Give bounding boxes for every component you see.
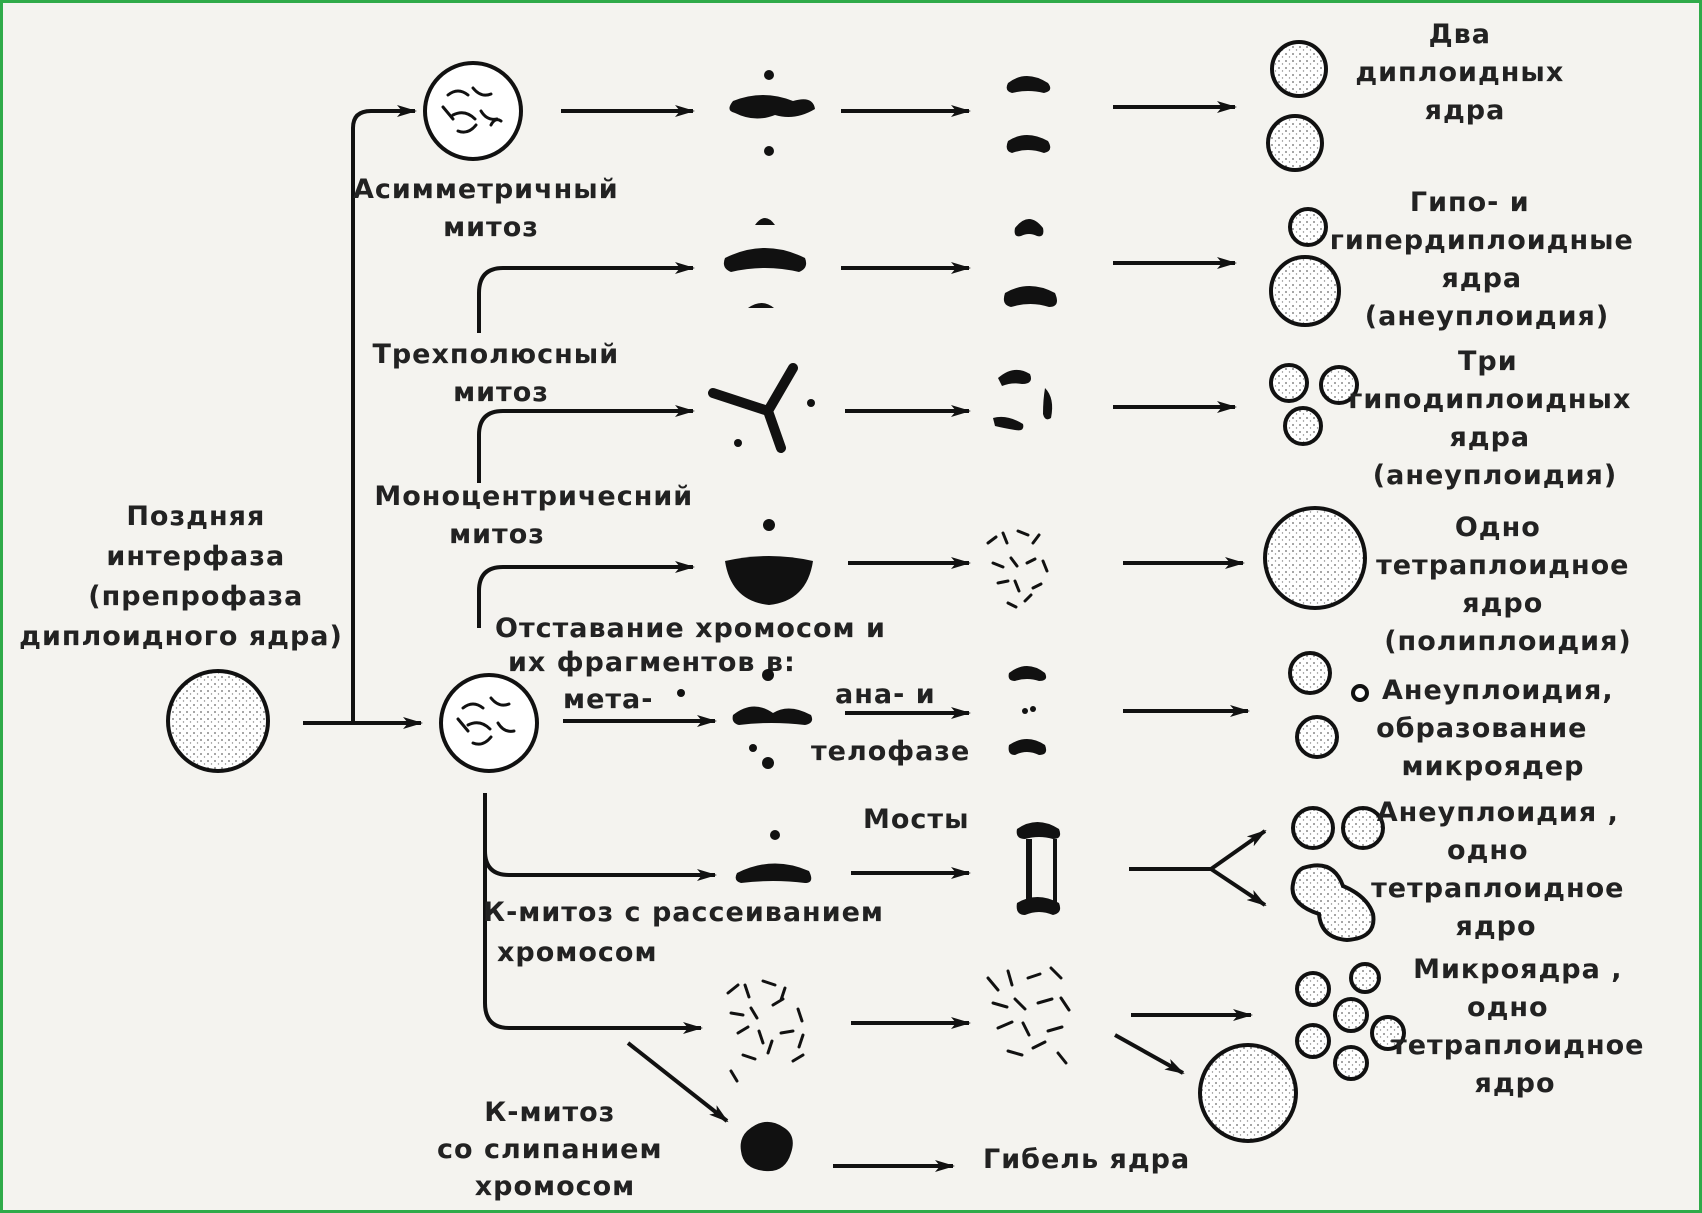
outcome-hypo-hyper: Гипо- и гипердиплоидные ядра (анеуплоиди… xyxy=(1330,187,1645,332)
r2-result-small xyxy=(1290,209,1326,245)
r6-bridge-figure xyxy=(1017,822,1060,915)
r7-dispersed-chromosomes xyxy=(988,968,1069,1063)
r3-anaphase-figure xyxy=(993,370,1052,431)
label-monocentric-mitosis: Моноцентричесний митоз xyxy=(374,481,703,550)
arrow-r6-c-down xyxy=(1211,869,1265,905)
r5-micronucleus xyxy=(1353,686,1367,700)
r5-result-2 xyxy=(1297,717,1337,757)
r1-anaphase-figure xyxy=(1007,76,1051,153)
r8-clumped-chromosomes xyxy=(741,1122,793,1171)
label-meta: мета- xyxy=(563,684,653,715)
outcome-three-hypo: Три гиподиплоидных ядра (анеуплоидия) xyxy=(1348,346,1642,491)
r6-result-1 xyxy=(1293,808,1333,848)
mitosis-pathways-diagram: Поздняя интерфаза (препрофаза диплоидног… xyxy=(3,3,1699,1210)
arrow-r6-c-up xyxy=(1211,831,1265,869)
r5-anaphase-figure xyxy=(1009,666,1047,755)
outcome-one-tetraploid: Одно тетраплоидное ядро (полиплоидия) xyxy=(1376,512,1640,657)
r2-result-large xyxy=(1271,257,1339,325)
branch-bridges-line xyxy=(485,793,509,875)
r1-result-nucleus-2 xyxy=(1268,116,1322,170)
r3-result-3 xyxy=(1285,408,1321,444)
label-nucleus-death: Гибель ядра xyxy=(983,1144,1190,1175)
r7-scattered-chromosomes xyxy=(728,981,803,1081)
arrow-r8-a xyxy=(628,1043,727,1121)
outcome-micronuclei-tetraploid: Микроядра , одно тетраплоидное ядро xyxy=(1391,954,1655,1099)
r7-tetraploid-nucleus xyxy=(1200,1045,1296,1141)
late-interphase-nucleus xyxy=(168,671,268,771)
r2-metaphase-figure xyxy=(724,218,806,308)
r5-result-1 xyxy=(1290,653,1330,693)
arrow-r7-d xyxy=(1115,1035,1183,1073)
label-ana-and: ана- и xyxy=(835,679,936,710)
label-tripolar-mitosis: Трехполюсный митоз xyxy=(372,339,629,408)
label-bridges: Мосты xyxy=(863,804,970,835)
r1-result-nucleus-1 xyxy=(1272,42,1326,96)
prophase-nucleus-top xyxy=(425,63,521,159)
outcome-aneuploidy-tetraploid: Анеуплоидия , одно тетраплоидное ядро xyxy=(1371,797,1635,942)
label-telophase: телофазе xyxy=(811,736,970,767)
r1-metaphase-figure xyxy=(729,70,815,156)
outcome-two-diploid: Два диплоидных ядра xyxy=(1355,19,1574,126)
r3-tripolar-figure xyxy=(713,368,815,448)
branch-monocentric-riser xyxy=(479,411,503,483)
r2-anaphase-figure xyxy=(1004,219,1057,307)
outcome-aneuploidy-micronuclei: Анеуплоидия, образование микроядер xyxy=(1376,675,1624,782)
r4-scattered-chromosomes xyxy=(988,531,1047,607)
branch-tripolar-riser xyxy=(479,268,503,333)
r6-dumbbell-nucleus xyxy=(1293,865,1374,940)
r7-micronuclei-group xyxy=(1297,964,1404,1079)
label-late-interphase: Поздняя интерфаза (препрофаза диплоидног… xyxy=(19,501,343,652)
label-asymmetric-mitosis: Асимметричный митоз xyxy=(353,174,629,243)
r3-result-1 xyxy=(1271,365,1307,401)
r4-monocentric-figure xyxy=(725,519,813,605)
r4-tetraploid-nucleus xyxy=(1265,508,1365,608)
label-lagging-chromosomes: Отставание хромосом и их фрагментов в: xyxy=(495,613,896,678)
label-cmitosis-stick: К-митоз со слипанием хромосом xyxy=(437,1097,673,1202)
prophase-nucleus-bottom xyxy=(441,675,537,771)
r6-metaphase-figure xyxy=(736,830,812,883)
label-cmitosis-scatter: К-митоз с рассеиванием хромосом xyxy=(483,897,894,968)
